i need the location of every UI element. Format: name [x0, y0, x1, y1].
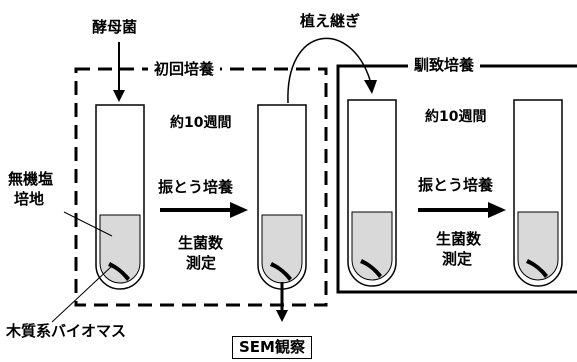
test-tube-4	[513, 99, 563, 287]
medium-label-line1: 無機塩	[8, 170, 54, 188]
shaking-arrow-initial	[160, 202, 248, 218]
viable-count-initial-line1: 生菌数	[178, 234, 224, 252]
test-tube-2	[257, 104, 307, 290]
initial-culture-title: 初回培養	[148, 60, 221, 79]
biomass-leader-line	[51, 265, 113, 323]
viable-count-acclimation-line1: 生菌数	[436, 230, 482, 248]
shaking-initial-label: 振とう培養	[158, 178, 234, 196]
sem-observation-label: SEM観察	[232, 336, 312, 359]
yeast-arrow	[113, 42, 125, 102]
shaking-arrow-acclimation	[418, 202, 506, 218]
test-tube-3	[347, 99, 397, 287]
test-tube-1	[95, 104, 145, 290]
duration-acclimation-label: 約10週間	[425, 109, 487, 125]
yeast-label: 酵母菌	[92, 18, 138, 36]
acclimation-culture-title: 馴致培養	[408, 56, 481, 75]
subculture-arrow	[287, 37, 377, 104]
medium-label-line2: 培地	[14, 190, 45, 208]
duration-initial-label: 約10週間	[170, 115, 232, 131]
subculture-label: 植え継ぎ	[300, 12, 361, 30]
biomass-label: 木質系バイオマス	[6, 322, 127, 340]
shaking-acclimation-label: 振とう培養	[418, 176, 494, 194]
sem-arrow	[276, 282, 288, 322]
viable-count-initial-line2: 測定	[186, 254, 217, 272]
medium-leader-line	[63, 211, 113, 237]
viable-count-acclimation-line2: 測定	[442, 250, 473, 268]
